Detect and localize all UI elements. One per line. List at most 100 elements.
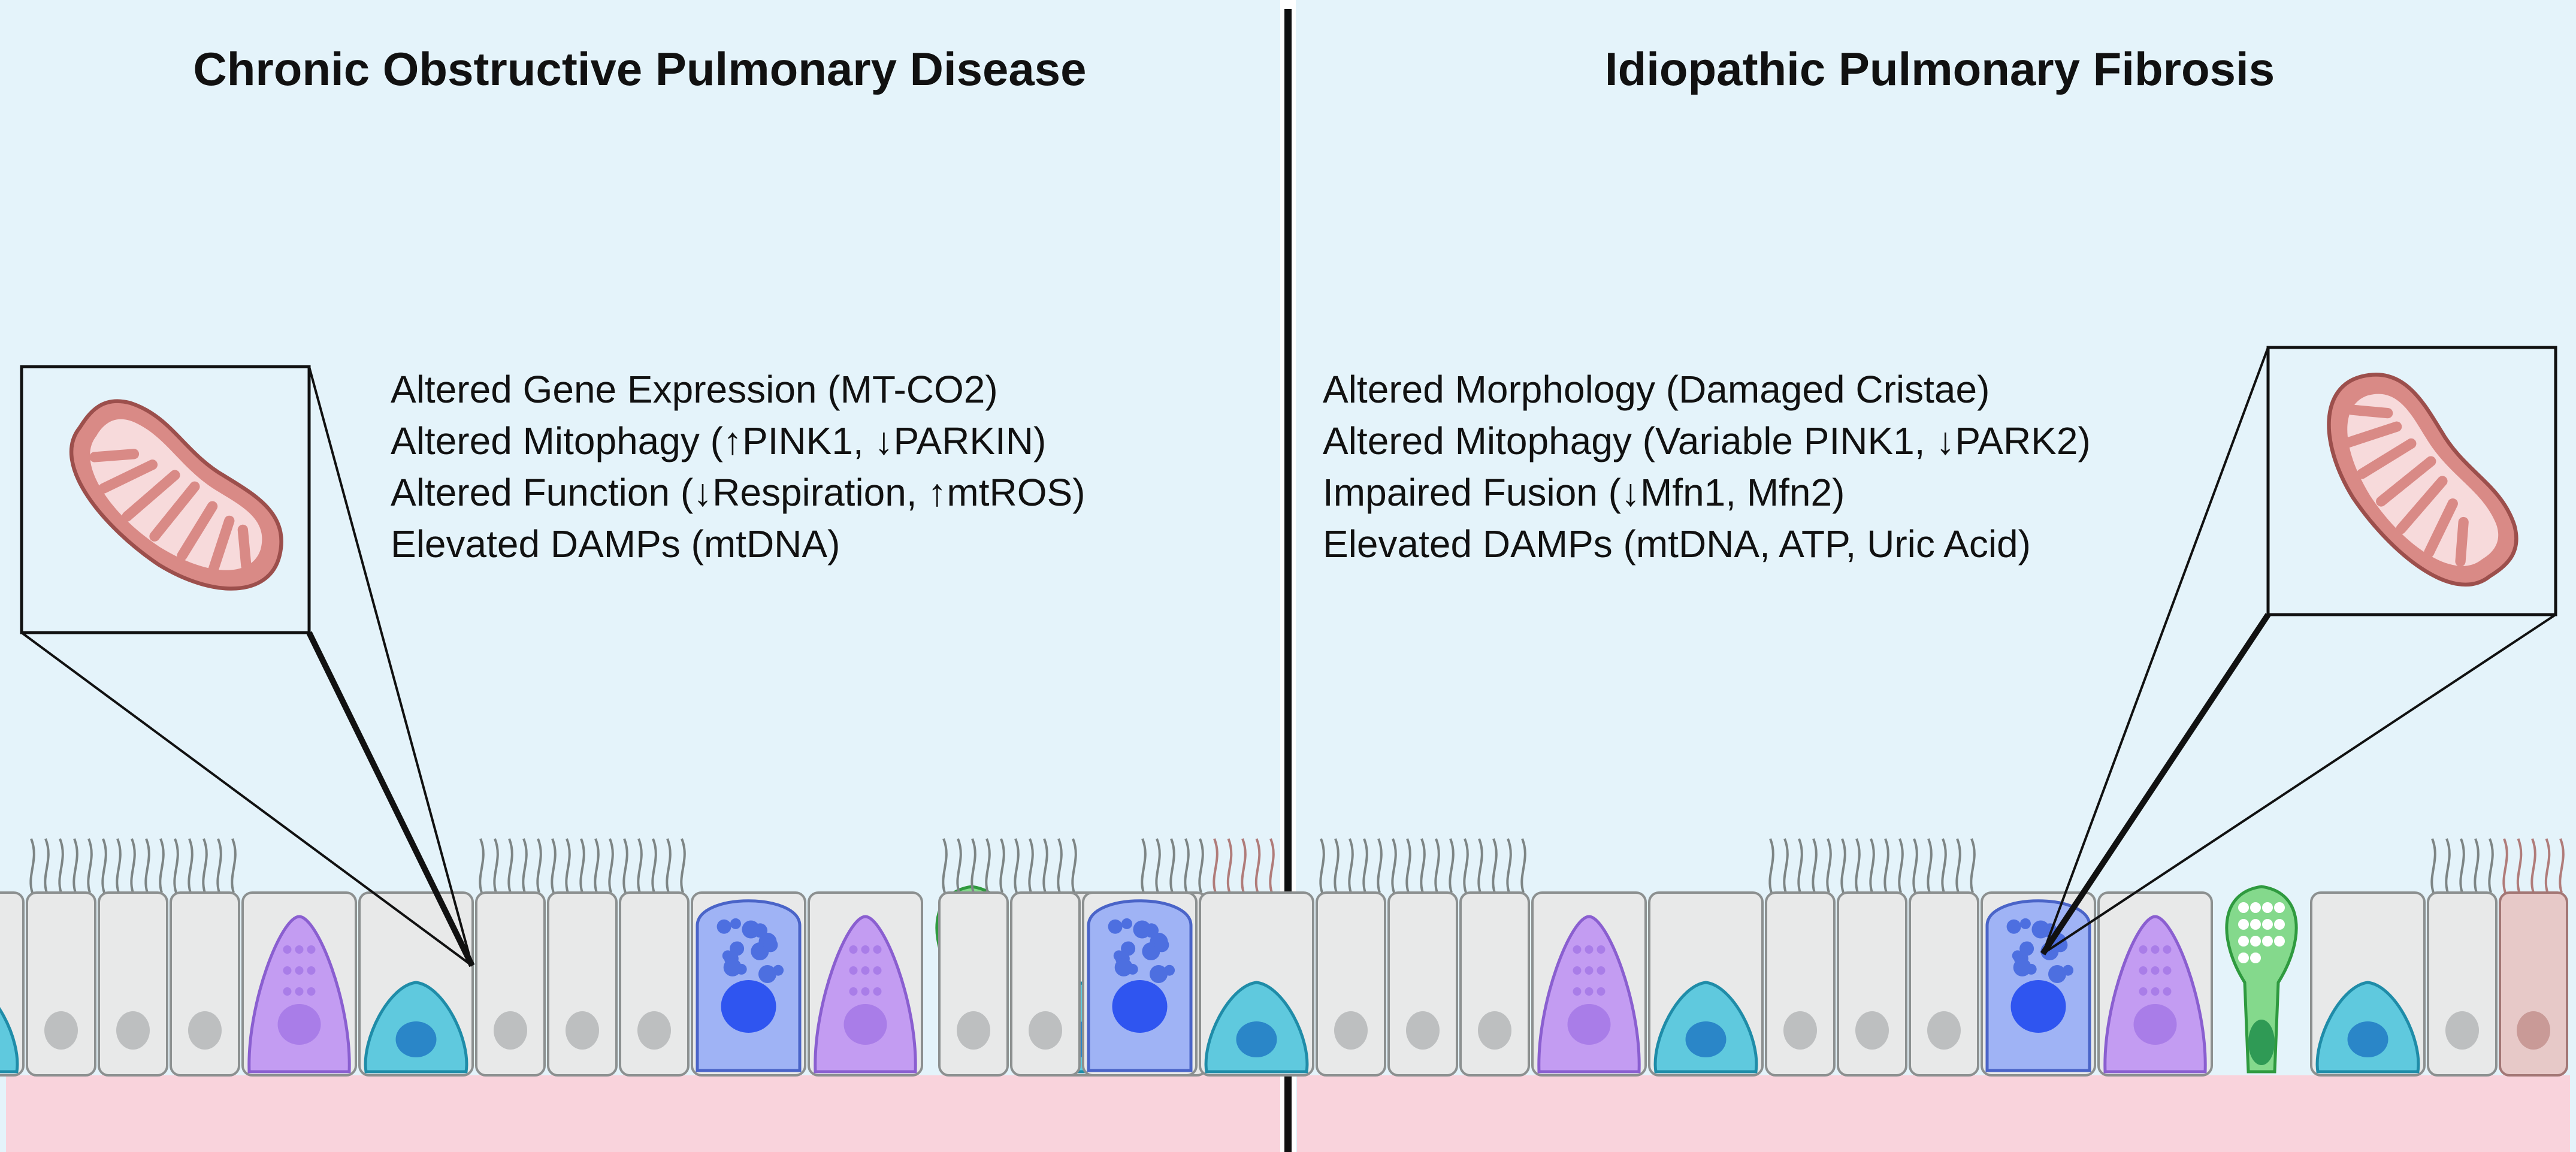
ionocyte-vesicle [2274,936,2285,947]
cilium [1768,838,1774,893]
cilium [2445,838,2451,893]
club-granule [2163,945,2172,954]
ciliated-cell [1010,891,1081,1077]
ipf-finding-mitophagy: Altered Mitophagy (Variable PINK1, ↓PARK… [1323,419,2091,462]
club-granule [2151,966,2160,975]
ionocyte-vesicle [2250,902,2261,913]
club-granule [873,966,882,975]
club-granule [861,987,870,996]
club-granule [2151,945,2160,954]
cilium [1506,838,1512,893]
cilium [44,838,50,893]
cilium [130,838,136,893]
mucus-granule [1150,965,1168,984]
ciliated-cell [1459,891,1530,1077]
cilium [1420,838,1426,893]
ciliated-cell-group [1459,838,1530,1077]
cilium [666,838,672,893]
ionocyte-vesicle [2238,953,2249,963]
cilium [942,838,948,893]
nucleus [2517,1011,2550,1050]
mucus-granule [1123,941,1135,953]
cilium [216,838,222,893]
mucus-granule [1113,950,1124,961]
cilium [1840,838,1846,893]
nucleus [637,1011,671,1050]
club-cell-group [241,891,357,1077]
ciliated-cell-group [619,838,690,1077]
ipf-zoom-line-upper [2042,347,2269,954]
club-granule [1597,945,1606,954]
copd-finding-damps: Elevated DAMPs (mtDNA) [391,522,840,566]
basal-cell [0,1007,19,1074]
ionocyte-vesicle [2238,919,2249,930]
ciliated-cell-group [1316,838,1386,1077]
cilium [608,838,614,893]
nucleus [566,1011,599,1050]
mucus-granule [1108,919,1123,934]
cilium [58,838,64,893]
copd-finding-gene-expression: Altered Gene Expression (MT-CO2) [391,368,998,411]
mucus-granule [2022,941,2033,953]
ionocyte-vesicle [2250,936,2261,947]
cilium [1184,838,1190,893]
ciliated-cell [1837,891,1907,1077]
cilium [2516,838,2523,893]
cilium [1198,838,1204,893]
cilium [2544,838,2551,893]
goblet-cell-group [691,891,806,1077]
mucus-granule [2053,938,2068,953]
cilium [2430,838,2436,893]
ionocyte-vesicle [2238,902,2249,913]
cilium [1348,838,1354,893]
cilium [651,838,657,893]
cilium [188,838,193,893]
mucus-granule [730,918,741,929]
brush-cell-group [2499,838,2568,1077]
mucus-granule [722,950,733,961]
nucleus [494,1011,527,1050]
copd-finding-mitophagy: Altered Mitophagy (↑PINK1, ↓PARKIN) [391,419,1046,462]
cilium [1155,838,1161,893]
cilium [1226,838,1233,893]
cilium [1449,838,1455,893]
ionocyte-vesicle [2274,902,2285,913]
cilium [1241,838,1247,893]
basal-cell-group [1648,891,1764,1077]
cilium [507,838,513,893]
nucleus [1927,1011,1961,1050]
cilium [2559,838,2565,893]
nucleus [1783,1011,1817,1050]
basal-cell-group [1199,891,1314,1077]
mucus-granule [716,919,731,934]
ciliated-cell [1316,891,1386,1077]
club-granule [2139,966,2148,975]
club-granule [295,987,304,996]
cilium [29,838,35,893]
ciliated-cell-group [547,838,618,1077]
goblet-nucleus [721,980,776,1033]
cilium [1812,838,1818,893]
club-granule [861,945,870,954]
ciliated-cell [26,891,96,1077]
club-granule [2139,945,2148,954]
cilium [1970,838,1976,893]
ciliated-cell [2427,891,2498,1077]
club-cell-group [1531,891,1647,1077]
cilium [159,838,165,893]
cilium [72,838,78,893]
ciliated-cell-group [1010,838,1081,1077]
cilium [2459,838,2465,893]
cilium [680,838,686,893]
cilium [1463,838,1469,893]
cilium [522,838,528,893]
cilium [1014,838,1020,893]
cilium [2488,838,2494,893]
club-nucleus [2133,1004,2177,1045]
nucleus [44,1011,78,1050]
cilium [1057,838,1063,893]
ionocyte-vesicle [2262,919,2273,930]
mucus-granule [2006,919,2021,934]
cilium [1042,838,1048,893]
